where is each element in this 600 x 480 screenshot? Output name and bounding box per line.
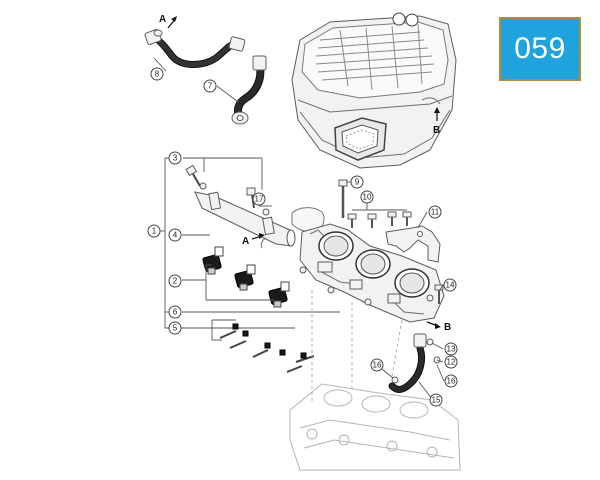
- letter-a-rail: A: [242, 236, 249, 247]
- callout-5: 5: [168, 321, 182, 335]
- direction-arrow-b-side: B: [426, 321, 451, 333]
- svg-text:12: 12: [447, 358, 456, 367]
- page-number-badge: 059: [499, 17, 581, 81]
- callouts: 1 2 3 4 5 6 7 8 9 10 11 12 13 14 15 16 1…: [147, 67, 458, 407]
- letter-b-side: B: [444, 322, 451, 333]
- svg-text:16: 16: [373, 361, 382, 370]
- svg-text:9: 9: [355, 178, 360, 187]
- svg-text:8: 8: [155, 70, 160, 79]
- injector-1: [202, 246, 224, 275]
- svg-text:13: 13: [447, 345, 456, 354]
- svg-text:17: 17: [255, 195, 264, 204]
- svg-text:14: 14: [446, 281, 455, 290]
- callout-11: 11: [428, 205, 442, 219]
- fuel-rail: [194, 191, 296, 249]
- bracket-11: [385, 225, 441, 263]
- svg-text:15: 15: [432, 396, 441, 405]
- svg-text:1: 1: [152, 227, 157, 236]
- callout-1: 1: [147, 224, 161, 238]
- callout-7: 7: [203, 79, 217, 93]
- callout-13: 13: [444, 342, 458, 356]
- hose-8: [144, 29, 246, 68]
- cylinder-head-cover: [291, 12, 457, 169]
- callout-15: 15: [429, 393, 443, 407]
- page-number-label: 059: [514, 32, 566, 65]
- hose-15: [388, 333, 441, 393]
- injector-2: [234, 264, 256, 291]
- hose-7: [231, 55, 267, 125]
- svg-text:6: 6: [173, 308, 178, 317]
- callout-17: 17: [252, 192, 266, 206]
- callout-10: 10: [360, 190, 374, 204]
- callout-9: 9: [350, 175, 364, 189]
- engine-block-ghost: [289, 383, 461, 471]
- callout-14: 14: [443, 278, 457, 292]
- callout-16a: 16: [370, 358, 384, 372]
- bolts-5: [219, 323, 315, 373]
- svg-text:10: 10: [363, 193, 372, 202]
- bolt-9: [338, 179, 348, 218]
- callout-2: 2: [168, 274, 182, 288]
- callout-8: 8: [150, 67, 164, 81]
- direction-arrow-a: A: [159, 14, 177, 29]
- gasket-17: [291, 207, 325, 233]
- svg-text:7: 7: [208, 82, 213, 91]
- letter-b-top: B: [433, 125, 440, 136]
- leader-lines-5-6: [182, 311, 340, 341]
- direction-arrow-b-top: B: [433, 107, 440, 136]
- callout-16b: 16: [444, 374, 458, 388]
- direction-arrow-a-rail: A: [242, 233, 265, 247]
- alignment-dashes: [311, 290, 403, 404]
- throttle-body: [299, 223, 445, 323]
- callout-6: 6: [168, 305, 182, 319]
- letter-a-top: A: [159, 14, 166, 25]
- injector-3: [268, 281, 290, 308]
- bolt-3a: [185, 164, 207, 190]
- svg-text:4: 4: [173, 231, 178, 240]
- svg-text:2: 2: [173, 277, 178, 286]
- callout-3: 3: [168, 151, 182, 165]
- callout-12: 12: [444, 355, 458, 369]
- screws-10: [347, 211, 412, 228]
- bolt-14: [434, 284, 444, 304]
- svg-text:5: 5: [173, 324, 178, 333]
- callout-4: 4: [168, 228, 182, 242]
- svg-text:3: 3: [173, 154, 178, 163]
- svg-text:11: 11: [431, 208, 440, 217]
- svg-text:16: 16: [447, 377, 456, 386]
